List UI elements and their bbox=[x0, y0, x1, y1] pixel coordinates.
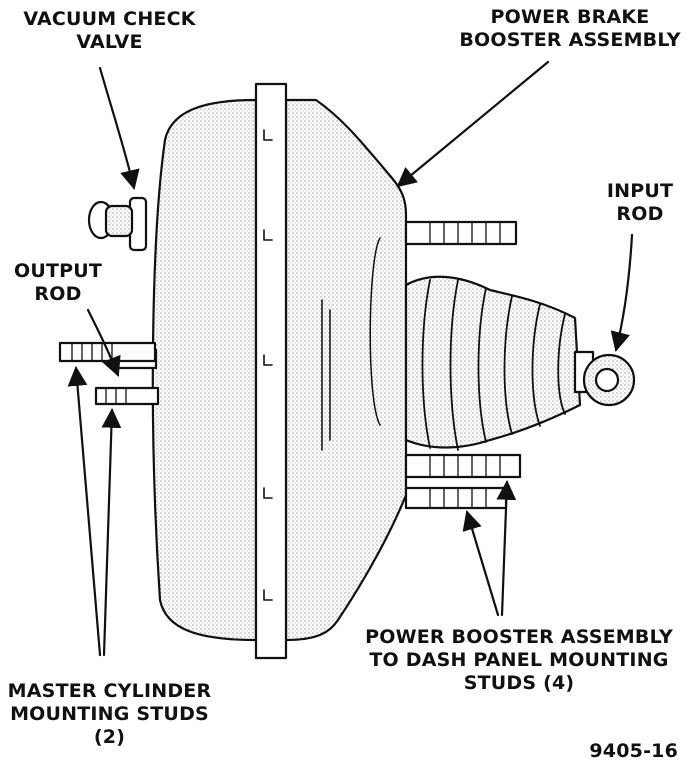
arrow-input-rod bbox=[610, 233, 634, 352]
label-dash-panel-studs: POWER BOOSTER ASSEMBLY TO DASH PANEL MOU… bbox=[365, 626, 673, 694]
flange-tabs bbox=[263, 129, 273, 601]
dash-panel-studs bbox=[404, 220, 522, 510]
arrow-power-brake-booster bbox=[396, 60, 550, 188]
arrow-master-cylinder-stud-1 bbox=[67, 366, 102, 657]
label-output-rod: OUTPUT ROD bbox=[13, 260, 103, 305]
rear-shell bbox=[151, 98, 258, 642]
front-shell bbox=[284, 98, 408, 642]
label-vacuum-check-valve: VACUUM CHECK VALVE bbox=[23, 8, 196, 53]
label-master-cylinder-studs: MASTER CYLINDER MOUNTING STUDS (2) bbox=[7, 680, 212, 748]
center-flange bbox=[254, 82, 288, 660]
arrow-master-cylinder-stud-2 bbox=[101, 408, 122, 657]
arrow-dash-stud-2 bbox=[496, 480, 517, 617]
arrow-output-rod bbox=[86, 308, 121, 377]
figure-number: 9405-16 bbox=[589, 740, 678, 762]
input-rod bbox=[573, 350, 636, 407]
label-power-brake-booster: POWER BRAKE BOOSTER ASSEMBLY bbox=[459, 6, 681, 51]
label-input-rod: INPUT ROD bbox=[606, 180, 674, 225]
arrow-vacuum-check-valve bbox=[98, 66, 140, 190]
arrow-dash-stud-1 bbox=[462, 510, 500, 617]
shell-face-lines bbox=[321, 237, 381, 451]
rubber-boot bbox=[404, 275, 582, 451]
vacuum-check-valve bbox=[87, 196, 148, 252]
